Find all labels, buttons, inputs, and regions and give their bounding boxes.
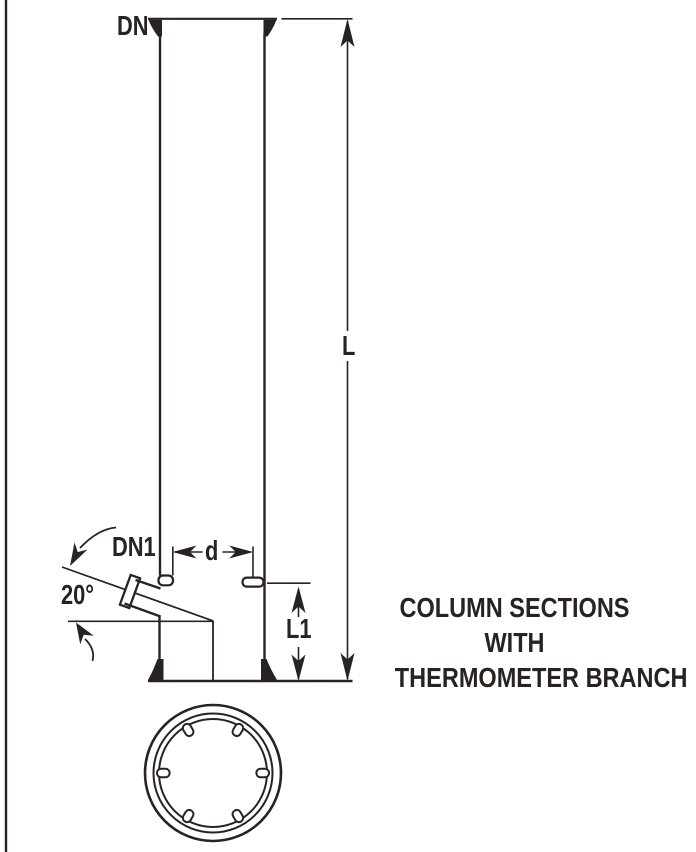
angle-arrow-upper-tail [79,526,117,549]
angle-arrow-lower-head [76,622,94,645]
dim-l-arrow-down [340,653,355,681]
dim-l-arrow-up [340,19,355,47]
title-block: COLUMN SECTIONS WITH THERMOMETER BRANCH [394,590,688,695]
support-lug [231,722,245,738]
label-dn: DN [117,10,149,41]
label-d: d [205,535,219,566]
joint-bead-right [241,576,265,588]
support-lug [255,767,270,779]
support-lugs [156,722,270,824]
label-l: L [342,330,356,361]
dim-l1-arrow-down [291,654,306,681]
cross-section-inner-circle [158,718,268,828]
title-line-3: THERMOMETER BRANCH [394,662,688,693]
support-lug [181,722,195,738]
top-flange-wedge-left [148,19,162,37]
title-line-2: WITH [484,627,545,658]
bottom-flange-wedge-left [148,659,164,680]
title-line-1: COLUMN SECTIONS [399,592,630,623]
angle-arrow-lower-tail [84,638,95,662]
branch-wall-lower [124,602,161,618]
dim-l1-arrow-up [291,586,306,613]
branch-flange [118,573,142,610]
bottom-flange-wedge-right [261,659,277,680]
cross-section-middle-circle [152,712,274,834]
label-dn1: DN1 [112,531,156,562]
branch-wall-upper [135,578,161,590]
branch-axis-line [61,566,214,622]
label-l1: L1 [286,613,312,644]
dim-d-arrow-left [172,545,197,559]
label-angle-20deg: 20° [61,579,95,610]
dim-d-arrow-right [229,545,254,559]
top-flange-wedge-right [263,19,277,37]
support-lug [181,808,195,824]
support-lug [156,767,171,779]
joint-bead-left [157,574,175,587]
angle-arrow-upper-head [70,542,88,566]
cross-section-outer-circle [143,703,283,843]
support-lug [231,808,245,824]
